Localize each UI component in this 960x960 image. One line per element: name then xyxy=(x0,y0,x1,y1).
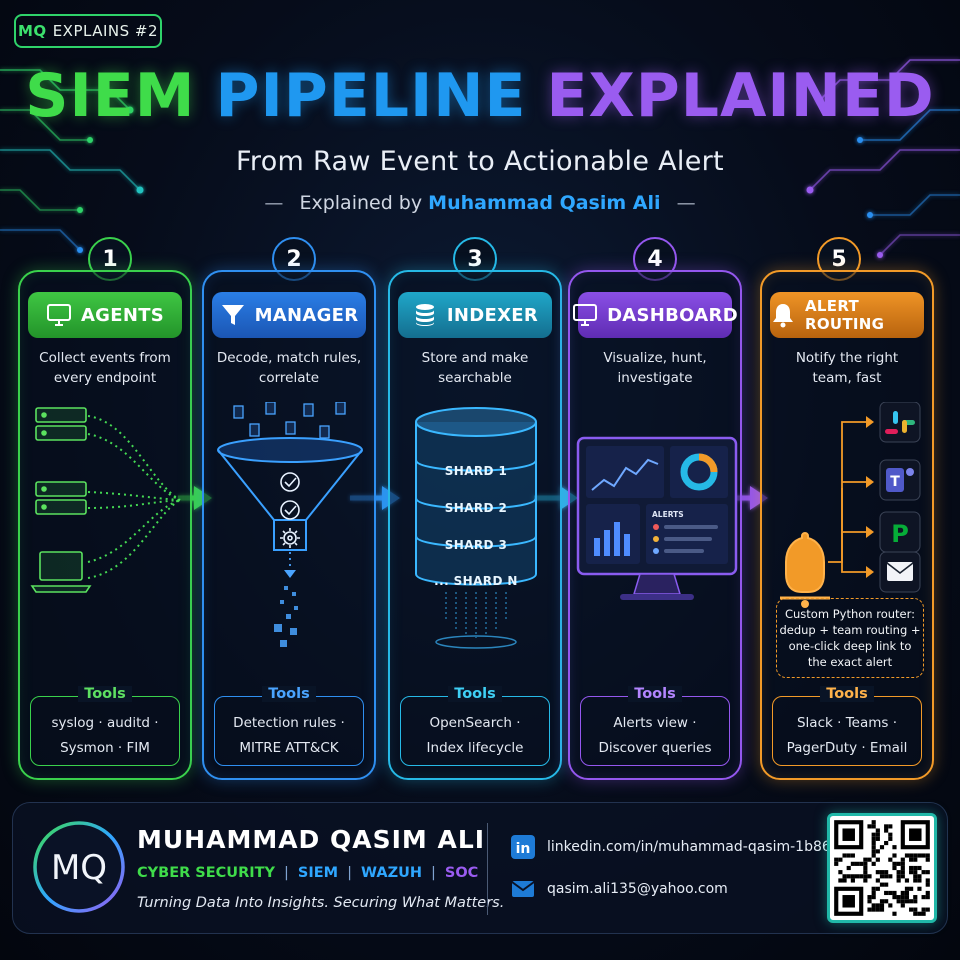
stage-indexer-tools: Tools OpenSearch · Index lifecycle xyxy=(400,686,550,766)
server-icon xyxy=(35,407,87,441)
stage-manager-title: MANAGER xyxy=(254,304,359,326)
pagerduty-icon: P xyxy=(879,511,921,553)
stage-indexer-description: Store and make searchable xyxy=(421,350,529,386)
stage-agents-header: AGENTS xyxy=(28,292,182,338)
stage-dashboard-header: DASHBOARD xyxy=(573,292,738,338)
stage-manager-description: Decode, match rules, correlate xyxy=(216,350,362,386)
indexer-database-visual xyxy=(415,407,537,649)
stage-alert-routing: ALERT ROUTING Notify the right team, fas… xyxy=(760,270,934,780)
teams-icon: T xyxy=(879,459,921,501)
check-icon xyxy=(280,500,300,520)
stage-manager-header: MANAGER xyxy=(212,292,366,338)
stage-alert-routing-tools: Tools Slack · Teams · PagerDuty · Email xyxy=(772,686,922,766)
stage-dashboard-tools: Tools Alerts view · Discover queries xyxy=(580,686,730,766)
byline: — Explained by Muhammad Qasim Ali — xyxy=(264,192,696,214)
logo-text: MQ xyxy=(51,848,107,888)
tools-heading: Tools xyxy=(78,686,132,702)
page-title: SIEM PIPELINE EXPLAINED xyxy=(0,58,960,134)
mail-icon xyxy=(511,881,535,897)
manager-funnel-visual xyxy=(217,402,363,647)
email-address[interactable]: qasim.ali135@yahoo.com xyxy=(547,881,728,897)
agents-endpoints-visual xyxy=(30,407,181,593)
svg-text:T: T xyxy=(890,474,900,490)
shard-label: SHARD 3 xyxy=(444,538,508,552)
series-badge-label: EXPLAINS #2 xyxy=(52,22,158,40)
database-icon xyxy=(415,304,434,326)
stage-alert-routing-title: ALERT ROUTING xyxy=(805,297,885,333)
shard-label: SHARD 2 xyxy=(444,501,508,515)
svg-text:P: P xyxy=(891,520,909,548)
tools-heading: Tools xyxy=(262,686,316,702)
monitor-icon xyxy=(573,304,598,326)
gear-icon xyxy=(280,528,300,548)
stage-indexer-title: INDEXER xyxy=(446,304,539,326)
stage-agents-title: AGENTS xyxy=(80,304,165,326)
author-tagline: Turning Data Into Insights. Securing Wha… xyxy=(137,895,505,911)
title-part-2: PIPELINE xyxy=(215,61,527,131)
byline-prefix: Explained by xyxy=(299,192,423,214)
stage-alert-routing-description: Notify the right team, fast xyxy=(795,350,899,386)
email-link[interactable]: qasim.ali135@yahoo.com xyxy=(511,877,728,901)
router-note: Custom Python router: dedup + team routi… xyxy=(776,598,924,678)
qr-code[interactable] xyxy=(827,813,937,923)
slack-icon xyxy=(879,402,921,443)
page-subtitle: From Raw Event to Actionable Alert xyxy=(236,146,724,177)
bell-icon xyxy=(780,532,830,608)
linkedin-url[interactable]: linkedin.com/in/muhammad-qasim-1b861131 xyxy=(547,839,867,855)
tools-heading: Tools xyxy=(820,686,874,702)
stage-agents-description: Collect events from every endpoint xyxy=(39,350,171,386)
author-tags: CYBER SECURITY|SIEM|WAZUH|SOC xyxy=(137,865,479,881)
stage-agents: AGENTS Collect events from every endpoin… xyxy=(18,270,192,780)
tools-heading: Tools xyxy=(448,686,502,702)
stage-agents-tools: Tools syslog · auditd · Sysmon · FIM xyxy=(30,686,180,766)
filter-icon xyxy=(221,305,244,325)
tools-heading: Tools xyxy=(628,686,682,702)
stage-manager-tools: Tools Detection rules · MITRE ATT&CK xyxy=(214,686,364,766)
title-part-1: SIEM xyxy=(25,61,196,131)
qr-code-image xyxy=(834,820,930,916)
footer-divider xyxy=(487,823,488,915)
check-icon xyxy=(280,472,300,492)
shard-label: SHARD 1 xyxy=(444,464,508,478)
monitor-icon xyxy=(46,304,71,326)
series-badge: MQ EXPLAINS #2 xyxy=(14,14,162,48)
stage-dashboard: DASHBOARD Visualize, hunt, investigate A… xyxy=(568,270,742,780)
email-icon xyxy=(879,551,921,593)
dashboard-monitor-visual xyxy=(576,436,738,600)
stage-alert-routing-header: ALERT ROUTING xyxy=(770,292,924,338)
stage-dashboard-description: Visualize, hunt, investigate xyxy=(603,350,707,386)
author-footer: MQ MUHAMMAD QASIM ALI CYBER SECURITY|SIE… xyxy=(12,802,948,934)
stage-indexer-header: INDEXER xyxy=(398,292,552,338)
svg-text:in: in xyxy=(516,841,531,857)
dashboard-alerts-label: ALERTS xyxy=(652,510,684,519)
stage-manager: MANAGER Decode, match rules, correlate xyxy=(202,270,376,780)
series-badge-prefix: MQ xyxy=(18,22,47,40)
mq-logo: MQ xyxy=(33,821,125,913)
shard-label: ... SHARD N xyxy=(434,574,518,588)
stage-dashboard-title: DASHBOARD xyxy=(607,304,738,326)
stage-indexer: INDEXER Store and make searchable SHARD … xyxy=(388,270,562,780)
author-name: MUHAMMAD QASIM ALI xyxy=(137,825,486,854)
server-icon xyxy=(35,481,87,515)
laptop-icon xyxy=(30,551,92,593)
alert-routing-visual: T P xyxy=(780,402,921,608)
bell-icon xyxy=(773,304,793,328)
linkedin-link[interactable]: in linkedin.com/in/muhammad-qasim-1b8611… xyxy=(511,835,866,859)
title-part-3: EXPLAINED xyxy=(546,61,935,131)
linkedin-icon: in xyxy=(511,835,535,859)
byline-author: Muhammad Qasim Ali xyxy=(428,192,661,214)
